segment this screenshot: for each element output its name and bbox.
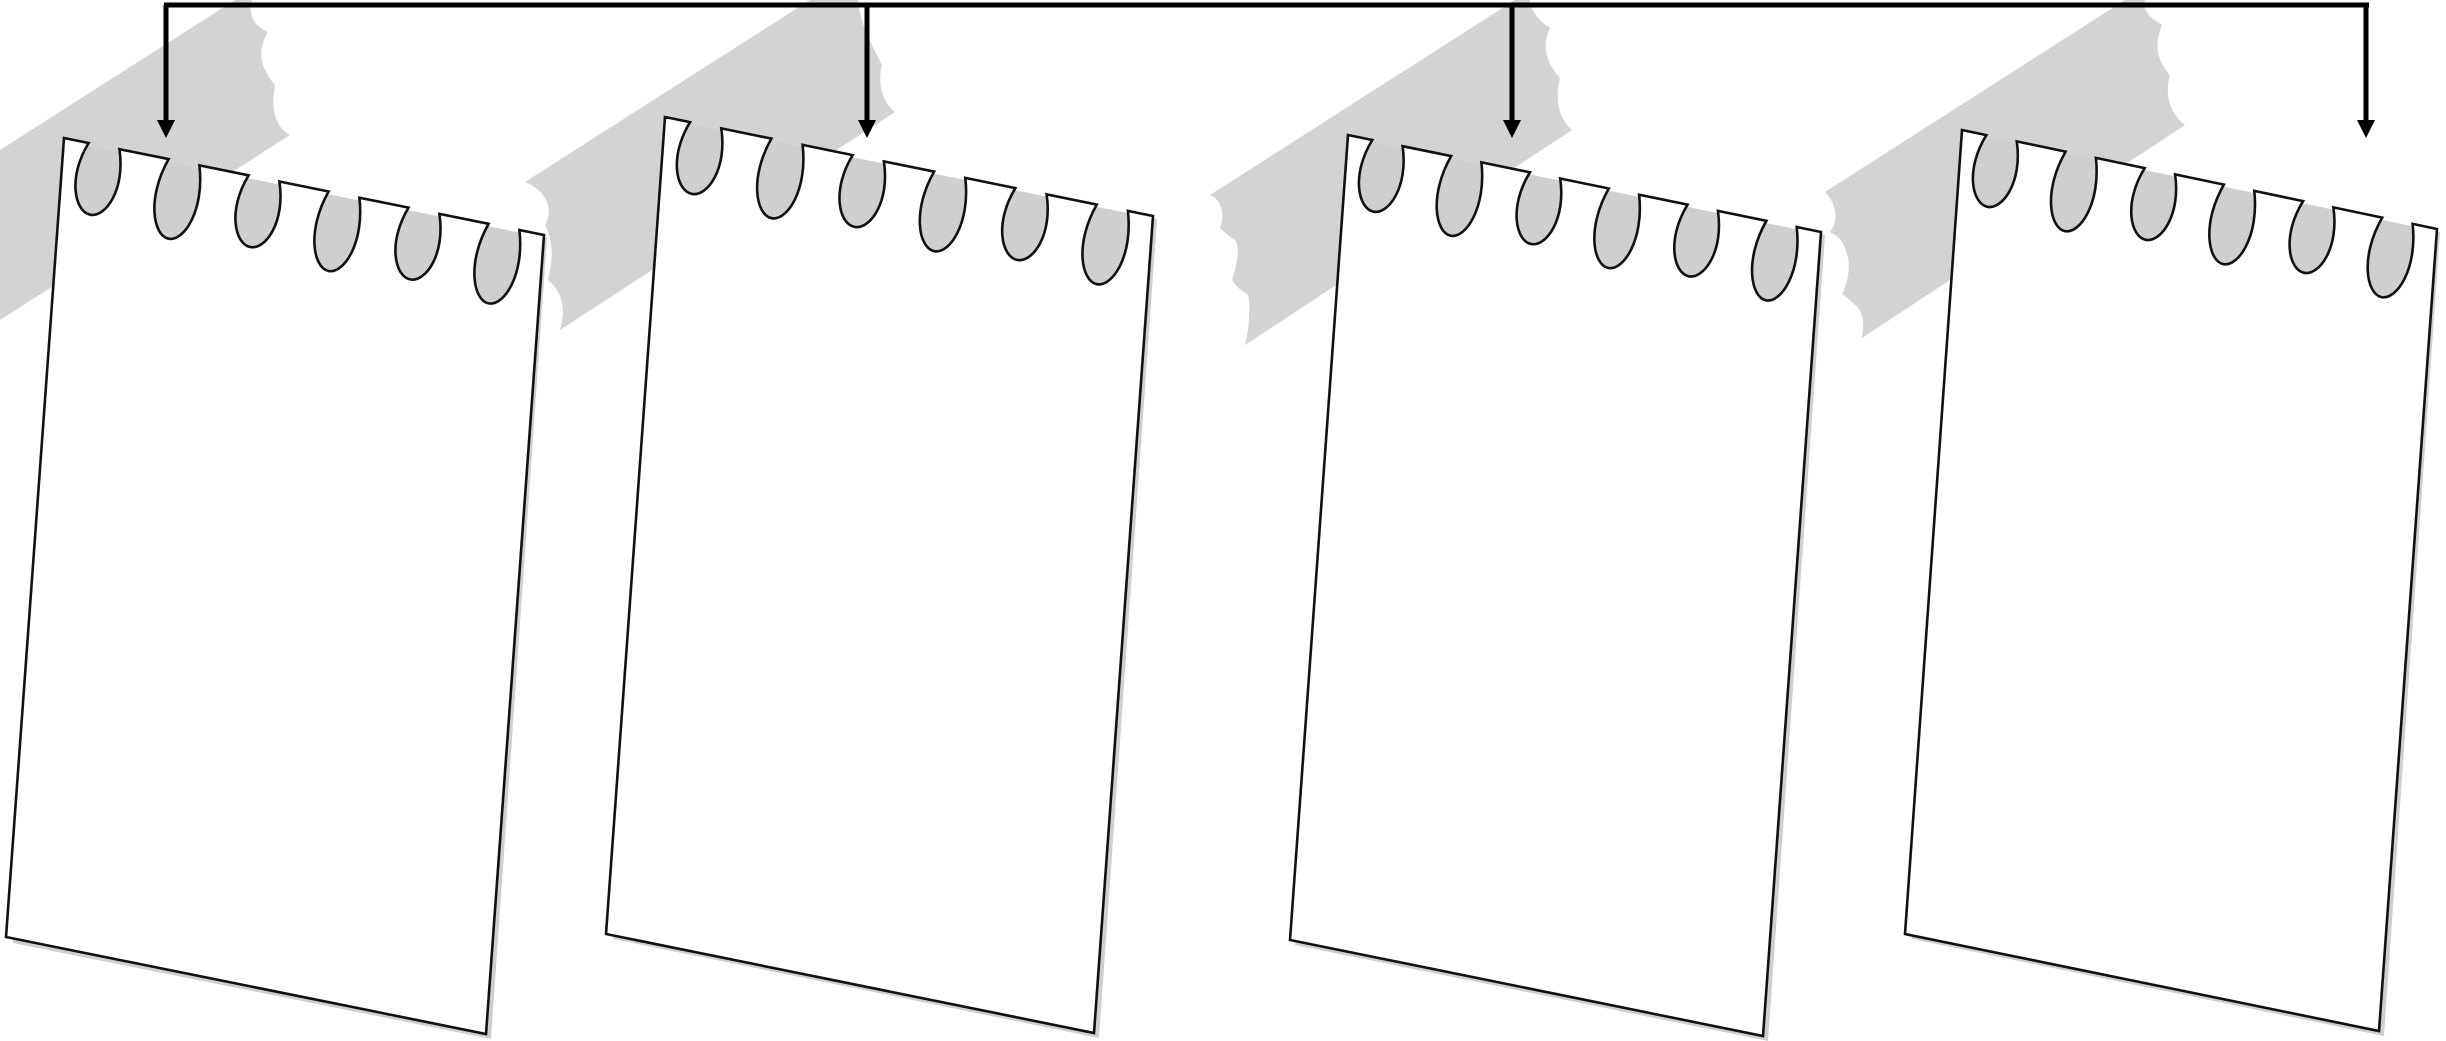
- note-page-3: [1290, 135, 1821, 1036]
- note-page-1: [6, 138, 544, 1034]
- arrow-head-4: [2357, 120, 2375, 138]
- note-page-2: [606, 117, 1153, 1033]
- notes-group: [6, 117, 2437, 1036]
- note-page-4: [1905, 130, 2437, 1031]
